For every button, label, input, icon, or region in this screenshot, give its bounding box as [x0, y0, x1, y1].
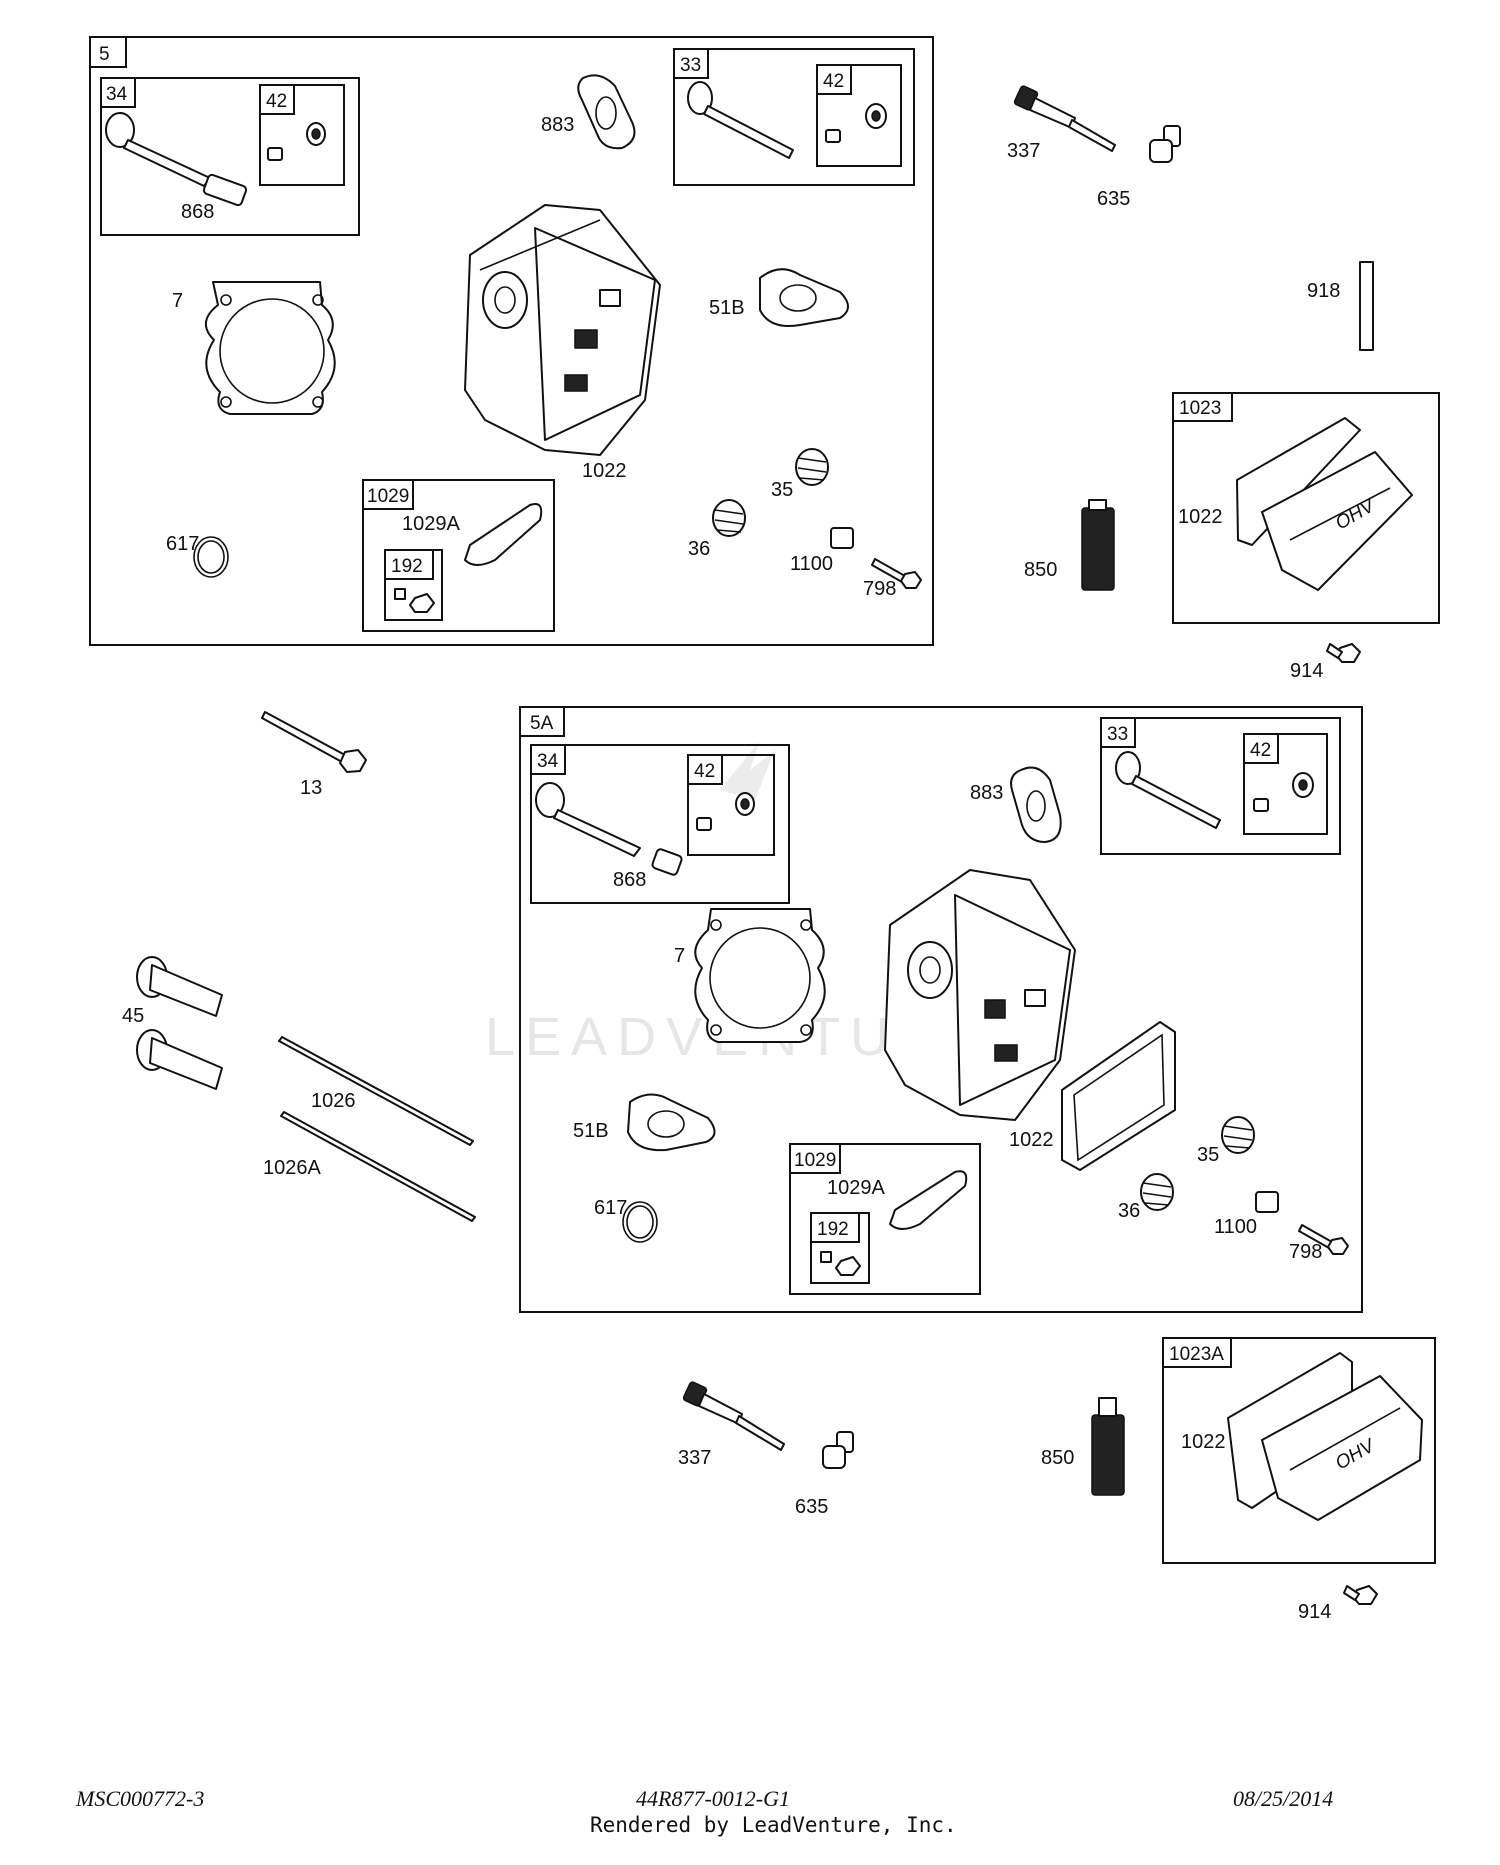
- push-rod-1026: [278, 1036, 474, 1146]
- part-label: 1029: [367, 486, 409, 507]
- push-rod-1026A: [280, 1111, 476, 1222]
- part-label: 192: [391, 556, 423, 577]
- part-label: 7: [674, 945, 685, 967]
- pin-918: [1359, 261, 1374, 351]
- footer-date: 08/25/2014: [1233, 1786, 1334, 1811]
- exhaust-gasket-51B: [759, 268, 849, 327]
- valve-cover: [1261, 451, 1413, 591]
- spark-plug-337-bottom: [682, 1381, 785, 1451]
- label-850-top: 850: [1024, 559, 1057, 581]
- valve-seal: [202, 173, 248, 207]
- rocker-arm: [464, 503, 543, 566]
- screw-914-top: [1326, 643, 1361, 663]
- part-label: 1100: [1214, 1216, 1257, 1238]
- part-label: 798: [1289, 1241, 1322, 1263]
- label-914-bottom: 914: [1298, 1601, 1331, 1623]
- label-51B: 51B: [709, 297, 745, 319]
- label-337-bottom: 337: [678, 1447, 711, 1469]
- assembly-5A: 5A 34 868 42 883 33 42: [519, 706, 1363, 1313]
- footer-rendered-by: Rendered by LeadVenture, Inc.: [590, 1813, 957, 1837]
- valve-cover-kit-1023A: 1023A OHV 1022: [1162, 1337, 1436, 1564]
- label-1022-kit-upper: 1022: [1178, 506, 1223, 528]
- label-635-bottom: 635: [795, 1496, 828, 1518]
- label-45: 45: [122, 1005, 144, 1027]
- sealant-850-bottom: [1091, 1397, 1125, 1496]
- label-1022-kit-lower: 1022: [1181, 1431, 1226, 1453]
- cylinder-head-1022: [464, 204, 661, 456]
- valve-cover-gasket-bottom: [1061, 1021, 1176, 1171]
- label-36: 36: [688, 538, 710, 560]
- part-label: 34: [106, 84, 128, 105]
- label-7: 7: [172, 290, 183, 312]
- part-label: 1022: [1009, 1129, 1054, 1151]
- intake-valve-head: [105, 112, 135, 148]
- footer-drawing-number: MSC000772-3: [76, 1786, 205, 1811]
- part-label: 33: [1107, 724, 1128, 745]
- part-label: 51B: [573, 1120, 609, 1142]
- part-label: 1023A: [1169, 1344, 1224, 1365]
- part-label: 35: [1197, 1144, 1219, 1166]
- part-label: 5A: [530, 713, 554, 734]
- valve-cover-kit-1023: 1023 OHV 1022: [1172, 392, 1440, 624]
- part-label: 36: [1118, 1200, 1140, 1222]
- part-label: 1029A: [827, 1177, 885, 1199]
- exhaust-valve-head: [687, 81, 713, 115]
- label-337-top: 337: [1007, 140, 1040, 162]
- part-label: 33: [680, 55, 701, 76]
- cylinder-head-1022-bottom: [884, 869, 1076, 1121]
- label-868: 868: [181, 201, 214, 223]
- part-label: 42: [823, 71, 844, 92]
- sealant-850-top: [1081, 499, 1115, 591]
- label-883: 883: [541, 114, 574, 136]
- label-918: 918: [1307, 280, 1340, 302]
- box-1029-top: [362, 479, 555, 632]
- spark-plug-boot-635-bottom: [822, 1431, 854, 1469]
- valve-spring-36: [712, 499, 746, 537]
- screw-914-bottom: [1343, 1585, 1378, 1605]
- label-1026A: 1026A: [263, 1157, 321, 1179]
- part-label: 42: [1250, 740, 1271, 761]
- label-35: 35: [771, 479, 793, 501]
- rocker-nut: [409, 593, 435, 613]
- label-617: 617: [166, 533, 199, 555]
- lifter-45: [136, 956, 223, 1090]
- part-label: 617: [594, 1197, 627, 1219]
- part-label: 42: [694, 761, 715, 782]
- valve-keeper: [267, 147, 283, 161]
- label-1026: 1026: [311, 1090, 356, 1112]
- assembly-5-frame: [89, 36, 934, 646]
- label-850-bottom: 850: [1041, 1447, 1074, 1469]
- part-label: 1029: [794, 1150, 836, 1171]
- assembly-5: 5 34 868 42 883 33 42: [89, 36, 934, 646]
- footer-model-number: 44R877-0012-G1: [636, 1786, 790, 1811]
- assembly-5A-frame: [519, 706, 1363, 1313]
- box-33-top: [673, 48, 915, 186]
- assembly-5-box-label: 5: [99, 44, 110, 65]
- label-1022: 1022: [582, 460, 627, 482]
- spark-plug-337-top: [1013, 85, 1116, 152]
- label-1029A: 1029A: [402, 513, 460, 535]
- head-gasket-7: [205, 281, 336, 415]
- valve-spring-35: [795, 448, 829, 486]
- part-label: 34: [537, 751, 559, 772]
- label-798: 798: [863, 578, 896, 600]
- box-34-top: [100, 77, 360, 236]
- label-914-top: 914: [1290, 660, 1323, 682]
- label-635-top: 635: [1097, 188, 1130, 210]
- head-bolt-13: [261, 711, 367, 773]
- part-label: 42: [266, 91, 287, 112]
- part-label: 868: [613, 869, 646, 891]
- label-13: 13: [300, 777, 322, 799]
- spark-plug-boot-635-top: [1149, 125, 1181, 163]
- part-label: 883: [970, 782, 1003, 804]
- o-ring-617: [193, 536, 229, 578]
- part-label: 192: [817, 1219, 849, 1240]
- rocker-guide-1100: [830, 527, 854, 549]
- part-label: 1023: [1179, 398, 1221, 419]
- intake-gasket-883: [577, 74, 636, 150]
- label-1100: 1100: [790, 553, 833, 575]
